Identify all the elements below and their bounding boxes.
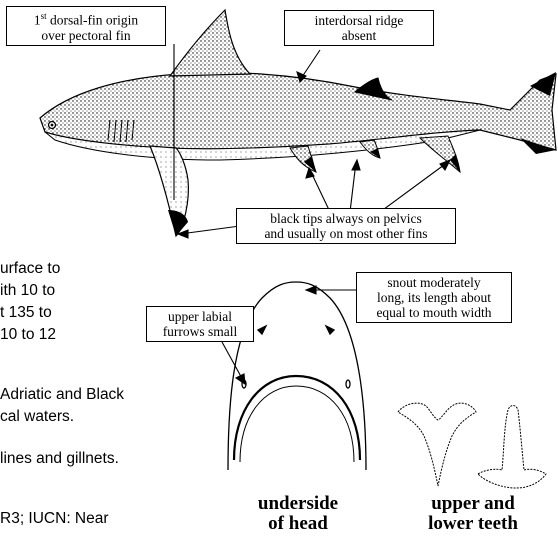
callout-black-tips-line2: and usually on most other fins — [241, 226, 451, 241]
teeth — [398, 403, 546, 488]
callout-black-tips: black tips always on pelvics and usually… — [236, 208, 456, 244]
caption-teeth-line1: upper and — [398, 494, 548, 514]
caption-teeth-line2: lower teeth — [398, 514, 548, 534]
callout-snout-line1: snout moderately — [361, 275, 507, 290]
callout-black-tips-line1: black tips always on pelvics — [241, 211, 451, 226]
side-text-1: urface to — [0, 258, 60, 280]
caption-head-line2: of head — [228, 514, 368, 534]
callout-snout-line2: long, its length about — [361, 290, 507, 305]
side-text-7: lines and gillnets. — [0, 448, 119, 470]
side-text-2: ith 10 to — [0, 280, 55, 302]
callout-labial-line1: upper labial — [151, 309, 249, 324]
side-text-5: Adriatic and Black — [0, 384, 124, 406]
callout-interdorsal-line2: absent — [289, 28, 429, 43]
callout-interdorsal-line1: interdorsal ridge — [289, 13, 429, 28]
side-text-8: R3; IUCN: Near — [0, 508, 109, 530]
callout-labial-line2: furrows small — [151, 324, 249, 339]
caption-teeth: upper and lower teeth — [398, 494, 548, 534]
side-text-4: 10 to 12 — [0, 324, 56, 346]
callout-snout: snout moderately long, its length about … — [356, 272, 512, 323]
first-dorsal-fin — [170, 10, 250, 76]
side-text-3: t 135 to — [0, 302, 52, 324]
callout-dorsal-fin-origin: 1st dorsal-fin origin over pectoral fin — [6, 6, 166, 46]
callout-labial-furrows: upper labial furrows small — [146, 306, 254, 342]
callout-dorsal-line2: over pectoral fin — [11, 28, 161, 43]
callout-snout-line3: equal to mouth width — [361, 305, 507, 320]
caption-underside-of-head: underside of head — [228, 494, 368, 534]
callout-interdorsal-ridge: interdorsal ridge absent — [284, 10, 434, 46]
callout-dorsal-line1: 1st dorsal-fin origin — [11, 9, 161, 28]
side-text-6: cal waters. — [0, 406, 74, 428]
caption-head-line1: underside — [228, 494, 368, 514]
